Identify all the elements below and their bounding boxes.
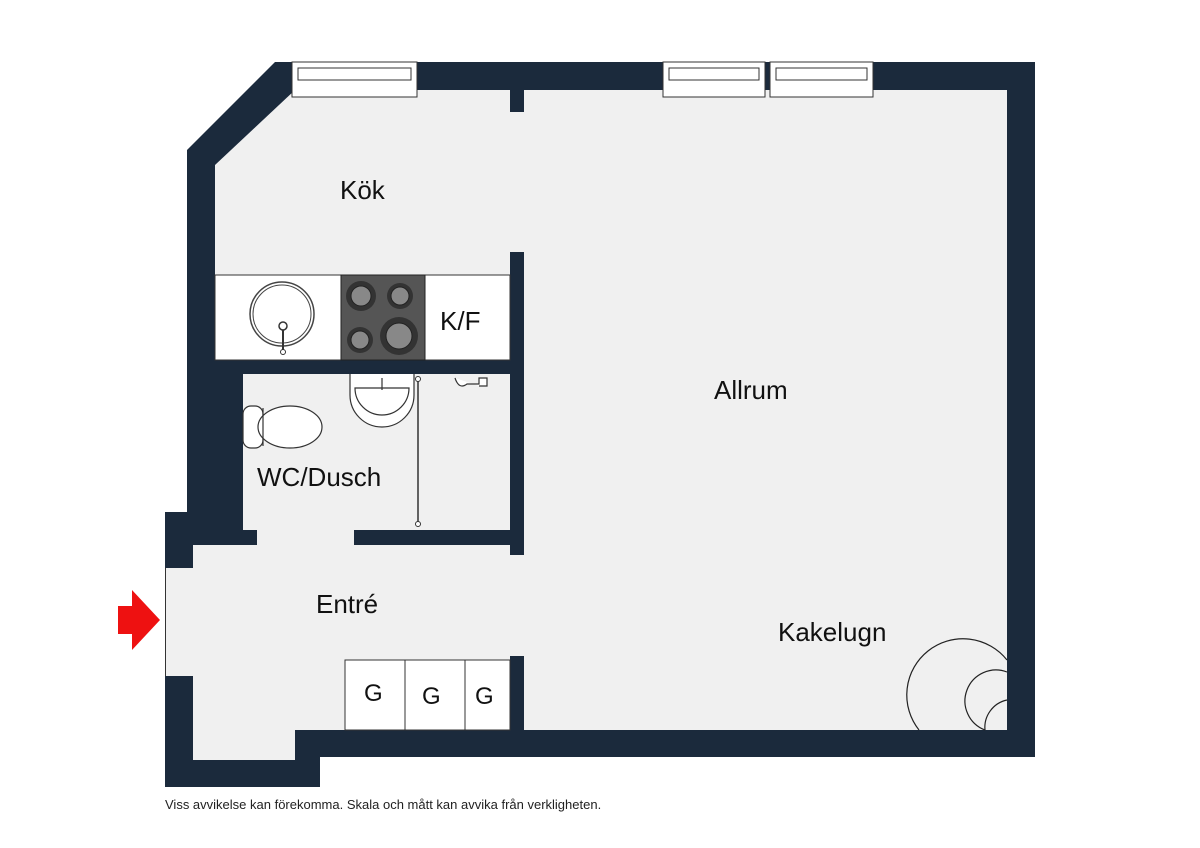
interior-walls bbox=[215, 90, 524, 730]
bathroom-label: WC/Dusch bbox=[257, 462, 381, 492]
tiled-stove-label: Kakelugn bbox=[778, 617, 886, 647]
entry-door-opening bbox=[165, 568, 195, 676]
wardrobes bbox=[344, 659, 511, 731]
floor bbox=[193, 90, 1007, 760]
kitchen-counter: K/F bbox=[214, 274, 511, 361]
fridge-freezer-label: K/F bbox=[440, 306, 480, 336]
windows bbox=[291, 61, 874, 98]
washbasin-icon bbox=[349, 374, 415, 428]
stove-icon bbox=[340, 274, 426, 361]
kitchen-label: Kök bbox=[340, 175, 386, 205]
wardrobe-label: G bbox=[422, 683, 441, 710]
sink-icon bbox=[249, 281, 315, 355]
entrance-label: Entré bbox=[316, 589, 378, 619]
tiled-stove-icon bbox=[906, 638, 1008, 731]
wardrobe-label: G bbox=[364, 680, 383, 707]
wardrobe-label: G bbox=[475, 683, 494, 710]
entry-arrow-icon bbox=[118, 590, 160, 650]
living-room-label: Allrum bbox=[714, 375, 788, 405]
toilet-icon bbox=[242, 405, 323, 449]
shower-icon bbox=[415, 376, 488, 527]
disclaimer-note: Viss avvikelse kan förekomma. Skala och … bbox=[165, 797, 602, 812]
